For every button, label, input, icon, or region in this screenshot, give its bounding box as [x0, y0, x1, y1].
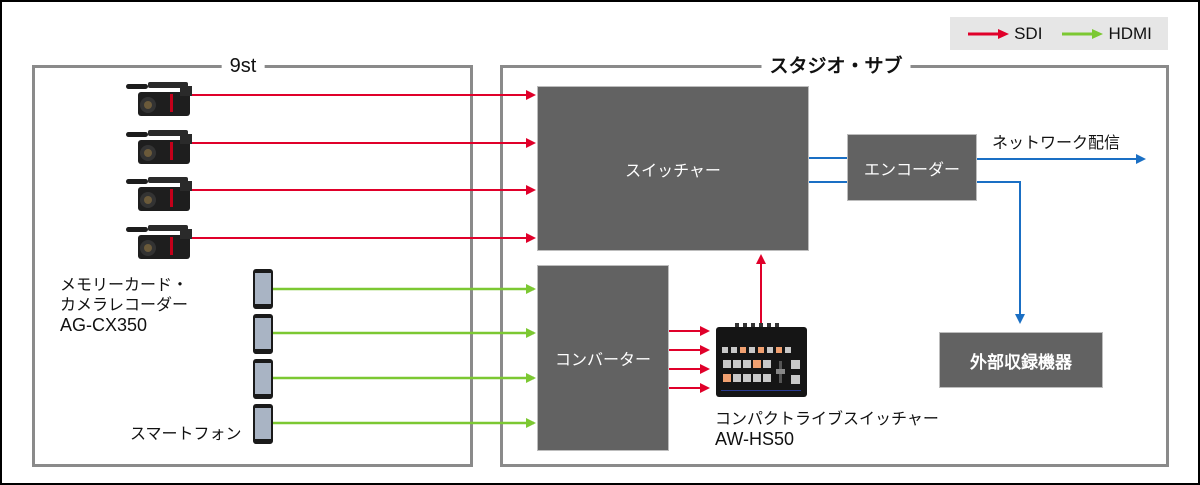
smartphone-icon [253, 404, 273, 444]
smartphone-icon [253, 314, 273, 354]
camcorder-icon [126, 82, 192, 116]
camcorder-icon [126, 225, 192, 259]
compact-switcher-label: コンパクトライブスイッチャー AW-HS50 [715, 409, 939, 449]
switcher-box: スイッチャー [538, 87, 808, 250]
phone-label: スマートフォン [130, 424, 242, 443]
camera-label-line-2: カメラレコーダー [60, 295, 189, 314]
group-9st: 9st [32, 55, 473, 467]
camera-label-line-3: AG-CX350 [60, 315, 148, 335]
compact-switcher-label-line-1: コンパクトライブスイッチャー [715, 409, 939, 428]
red-arrow-icon [968, 28, 1010, 39]
legend-label-sdi: SDI [1014, 23, 1043, 43]
legend-item-sdi: SDI [966, 24, 1042, 44]
legend: SDI HDMI [950, 17, 1168, 50]
smartphone-icon [253, 359, 273, 399]
camcorder-icon [126, 177, 192, 211]
encoder-box: エンコーダー [848, 135, 976, 200]
group-title-9st: 9st [221, 55, 265, 77]
network-distribution-label: ネットワーク配信 [992, 133, 1121, 152]
compact-switcher-label-line-2: AW-HS50 [715, 429, 795, 449]
camera-label: メモリーカード・ カメラレコーダー AG-CX350 [60, 275, 188, 335]
legend-label-hdmi: HDMI [1108, 23, 1152, 43]
group-studio-sub: スタジオ・サブ [500, 55, 1169, 467]
camcorder-icon [126, 130, 192, 164]
group-title-studio-sub: スタジオ・サブ [761, 55, 911, 77]
smartphone-icon [253, 269, 273, 309]
green-arrow-icon [1062, 28, 1104, 39]
camera-label-line-1: メモリーカード・ [60, 275, 189, 294]
wire-recorder-out [976, 181, 1025, 324]
external-recorder-box: 外部収録機器 [940, 333, 1102, 387]
converter-box: コンバーター [538, 266, 668, 450]
legend-item-hdmi: HDMI [1060, 23, 1152, 44]
live-switcher-icon [716, 323, 807, 397]
